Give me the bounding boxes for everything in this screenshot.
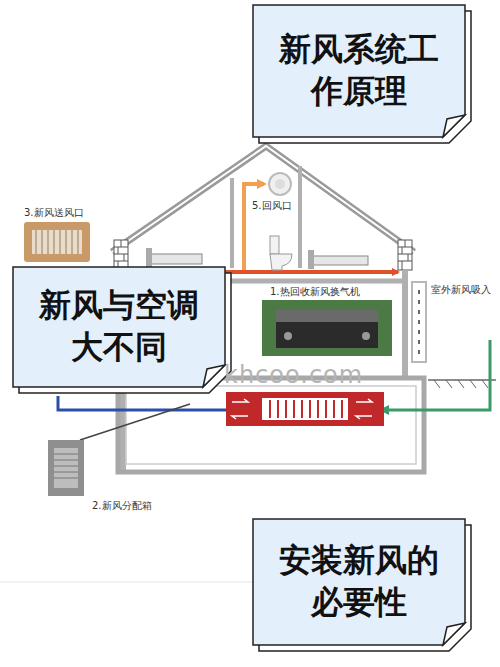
intake-vent [412,282,426,362]
return-duct [244,184,264,270]
callout-title: 新风与空调大不同 [34,285,203,368]
roof-line [112,146,414,252]
machine-photo [276,310,378,322]
distribution-box [54,448,78,488]
brick-wall [114,240,128,270]
machine-photo [276,310,378,348]
supply-grille [24,222,90,262]
callout-box: 新风系统工作原理 [252,4,472,144]
distribution-box [54,454,78,478]
machine-photo [262,300,392,356]
distribution-duct [58,396,226,410]
bed-icon [308,250,314,269]
wall-line [298,166,302,268]
callout-title: 安装新风的必要性 [274,540,443,623]
callout-content: 新风系统工作原理 [252,4,465,137]
part-label: 室外新风吸入 [431,284,491,296]
machine-photo [362,332,370,340]
bed-icon [312,256,368,265]
callout-content: 安装新风的必要性 [252,518,465,645]
wall-line [402,270,408,378]
roof-line [112,146,414,252]
brick-wall [114,240,128,270]
intake-vent [418,290,420,354]
part-label: 3.新风送风口 [24,207,84,219]
ground-hatch [434,380,488,388]
supply-grille [32,230,82,254]
bed-icon [150,254,202,264]
brick-wall [398,240,412,270]
part-label: 2.新风分配箱 [92,500,152,512]
callout-card [253,5,465,137]
callout-content: 新风与空调大不同 [12,266,225,387]
folded-corner [443,115,465,137]
callout-card [13,267,225,387]
part-label: 5.回风口 [252,200,292,212]
wall-line [230,178,234,268]
heat-recovery-unit [262,398,348,420]
divider-line [0,582,252,583]
return-vent [275,179,285,189]
folded-corner [203,365,225,387]
supply-grille [36,230,78,254]
leader-line [80,404,190,440]
callout-box: 新风与空调大不同 [12,266,232,394]
toilet-icon [270,254,292,270]
bed-icon [146,248,152,268]
machine-photo [284,332,292,340]
callout-title: 新风系统工作原理 [274,29,443,112]
callout-box: 安装新风的必要性 [252,518,472,652]
heat-exchanger-core [270,400,342,418]
toilet-icon [270,236,279,254]
supply-duct [380,270,398,274]
intake-duct [382,340,490,410]
heat-recovery-unit [226,392,384,426]
folded-corner [443,623,465,645]
basement-outline [126,386,416,464]
watermark: khcoo.com [224,361,363,390]
flow-arrow [232,399,372,419]
part-label: 1.热回收新风换气机 [270,286,360,298]
callout-card [253,519,465,645]
ground-line [428,379,496,381]
brick-wall [398,240,412,270]
return-vent [269,173,291,195]
distribution-box [48,440,84,496]
